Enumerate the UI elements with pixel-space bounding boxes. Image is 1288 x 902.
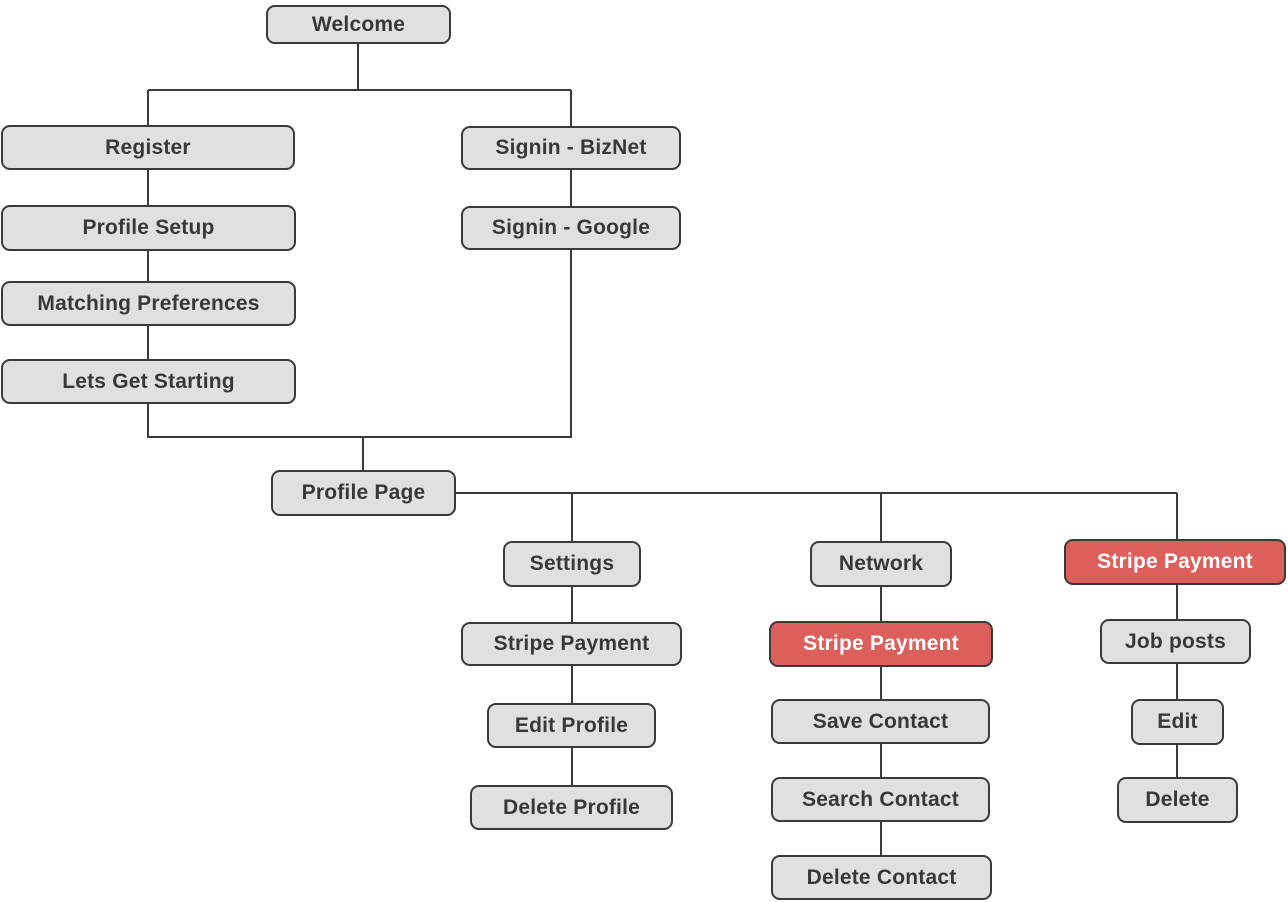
node-label: Profile Setup <box>82 216 215 239</box>
node-settings[interactable]: Settings <box>503 541 641 587</box>
connector-line <box>1176 493 1178 539</box>
connector-line <box>147 251 149 281</box>
node-stripe-payment-network[interactable]: Stripe Payment <box>769 621 993 667</box>
node-delete-profile[interactable]: Delete Profile <box>470 785 673 830</box>
connector-line <box>880 744 882 777</box>
connector-line <box>147 90 149 125</box>
node-stripe-payment-settings[interactable]: Stripe Payment <box>461 622 682 666</box>
connector-line <box>880 587 882 621</box>
connector-line <box>570 90 572 126</box>
connector-line <box>571 666 573 703</box>
node-network[interactable]: Network <box>810 541 952 587</box>
node-stripe-payment-main[interactable]: Stripe Payment <box>1064 539 1286 585</box>
node-label: Settings <box>529 552 615 575</box>
node-signin-google[interactable]: Signin - Google <box>461 206 681 250</box>
connector-line <box>1176 585 1178 619</box>
node-label: Signin - BizNet <box>495 136 647 159</box>
node-label: Delete Profile <box>502 795 640 819</box>
connector-line <box>880 822 882 855</box>
node-label: Profile Page <box>301 481 426 504</box>
connector-line <box>880 667 882 699</box>
node-label: Welcome <box>311 12 406 36</box>
node-label: Edit Profile <box>514 713 629 737</box>
node-job-posts[interactable]: Job posts <box>1100 619 1251 664</box>
node-label: Register <box>105 135 191 159</box>
connector-line <box>570 250 572 438</box>
connector-line <box>571 587 573 622</box>
connector-line <box>1176 664 1178 699</box>
node-label: Save Contact <box>812 709 949 733</box>
connector-line <box>1176 745 1178 777</box>
node-signin-biznet[interactable]: Signin - BizNet <box>461 126 681 170</box>
node-label: Stripe Payment <box>493 632 650 655</box>
connector-line <box>362 437 364 470</box>
node-delete-job[interactable]: Delete <box>1117 777 1238 823</box>
node-lets-get-starting[interactable]: Lets Get Starting <box>1 359 296 404</box>
node-matching-preferences[interactable]: Matching Preferences <box>1 281 296 326</box>
connector-line <box>357 44 359 90</box>
node-edit-profile[interactable]: Edit Profile <box>487 703 656 748</box>
connector-line <box>148 89 571 91</box>
node-label: Stripe Payment <box>1097 550 1253 573</box>
node-label: Edit <box>1157 710 1198 733</box>
connector-line <box>147 326 149 359</box>
connector-line <box>570 170 572 206</box>
node-label: Job posts <box>1125 629 1226 653</box>
node-label: Matching Preferences <box>37 291 260 315</box>
node-profile-page[interactable]: Profile Page <box>271 470 456 516</box>
node-search-contact[interactable]: Search Contact <box>771 777 990 822</box>
node-label: Delete Contact <box>806 865 957 889</box>
connector-line <box>148 436 571 438</box>
connector-line <box>880 493 882 541</box>
connector-line <box>456 492 1177 494</box>
connector-line <box>571 493 573 541</box>
node-label: Network <box>838 552 924 575</box>
node-label: Stripe Payment <box>803 632 959 655</box>
node-edit-job[interactable]: Edit <box>1131 699 1224 745</box>
node-profile-setup[interactable]: Profile Setup <box>1 205 296 251</box>
node-register[interactable]: Register <box>1 125 295 170</box>
node-label: Delete <box>1145 788 1210 811</box>
connector-line <box>147 404 149 438</box>
node-label: Search Contact <box>802 787 959 811</box>
node-label: Lets Get Starting <box>62 369 235 393</box>
connector-line <box>147 170 149 205</box>
node-delete-contact[interactable]: Delete Contact <box>771 855 992 900</box>
node-label: Signin - Google <box>491 216 651 239</box>
connector-line <box>571 748 573 785</box>
node-save-contact[interactable]: Save Contact <box>771 699 990 744</box>
node-welcome[interactable]: Welcome <box>266 5 451 44</box>
